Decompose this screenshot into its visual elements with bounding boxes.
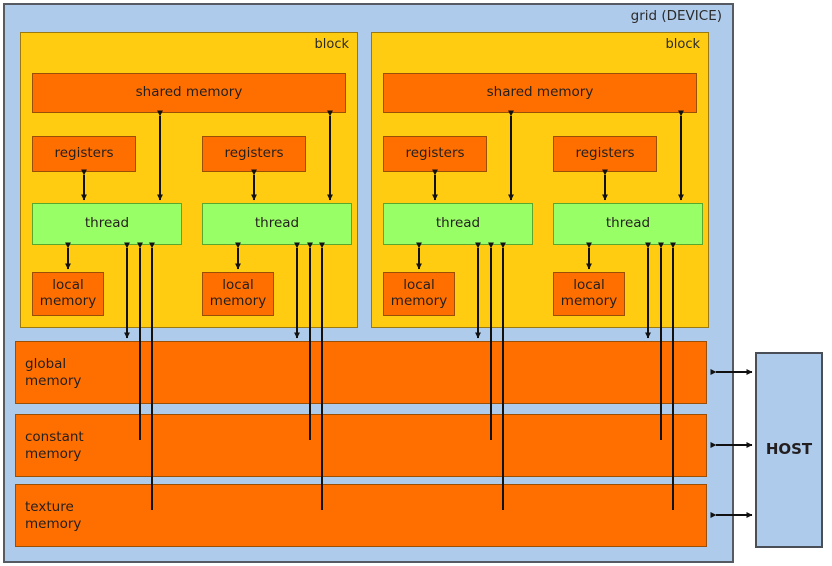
shared-memory-block-2: shared memory [383,73,697,113]
thread-block-2-thread-1: thread [383,203,533,245]
local-memory-block-2-thread-2: local memory [553,272,625,316]
local-memory-block-2-thread-1: local memory [383,272,455,316]
block-2-label: block [665,37,701,52]
registers-block-2-thread-2: registers [553,136,657,172]
registers-block-1-thread-1: registers [32,136,136,172]
block-1-label: block [314,37,350,52]
registers-block-2-thread-1: registers [383,136,487,172]
constant-memory: constant memory [15,414,707,477]
thread-block-2-thread-2: thread [553,203,703,245]
registers-block-1-thread-2: registers [202,136,306,172]
thread-block-1-thread-2: thread [202,203,352,245]
thread-block-1-thread-1: thread [32,203,182,245]
local-memory-block-1-thread-2: local memory [202,272,274,316]
local-memory-block-1-thread-1: local memory [32,272,104,316]
global-memory: global memory [15,341,707,404]
grid-label: grid (DEVICE) [630,8,722,24]
shared-memory-block-1: shared memory [32,73,346,113]
texture-memory: texture memory [15,484,707,547]
host-box: HOST [755,352,823,548]
